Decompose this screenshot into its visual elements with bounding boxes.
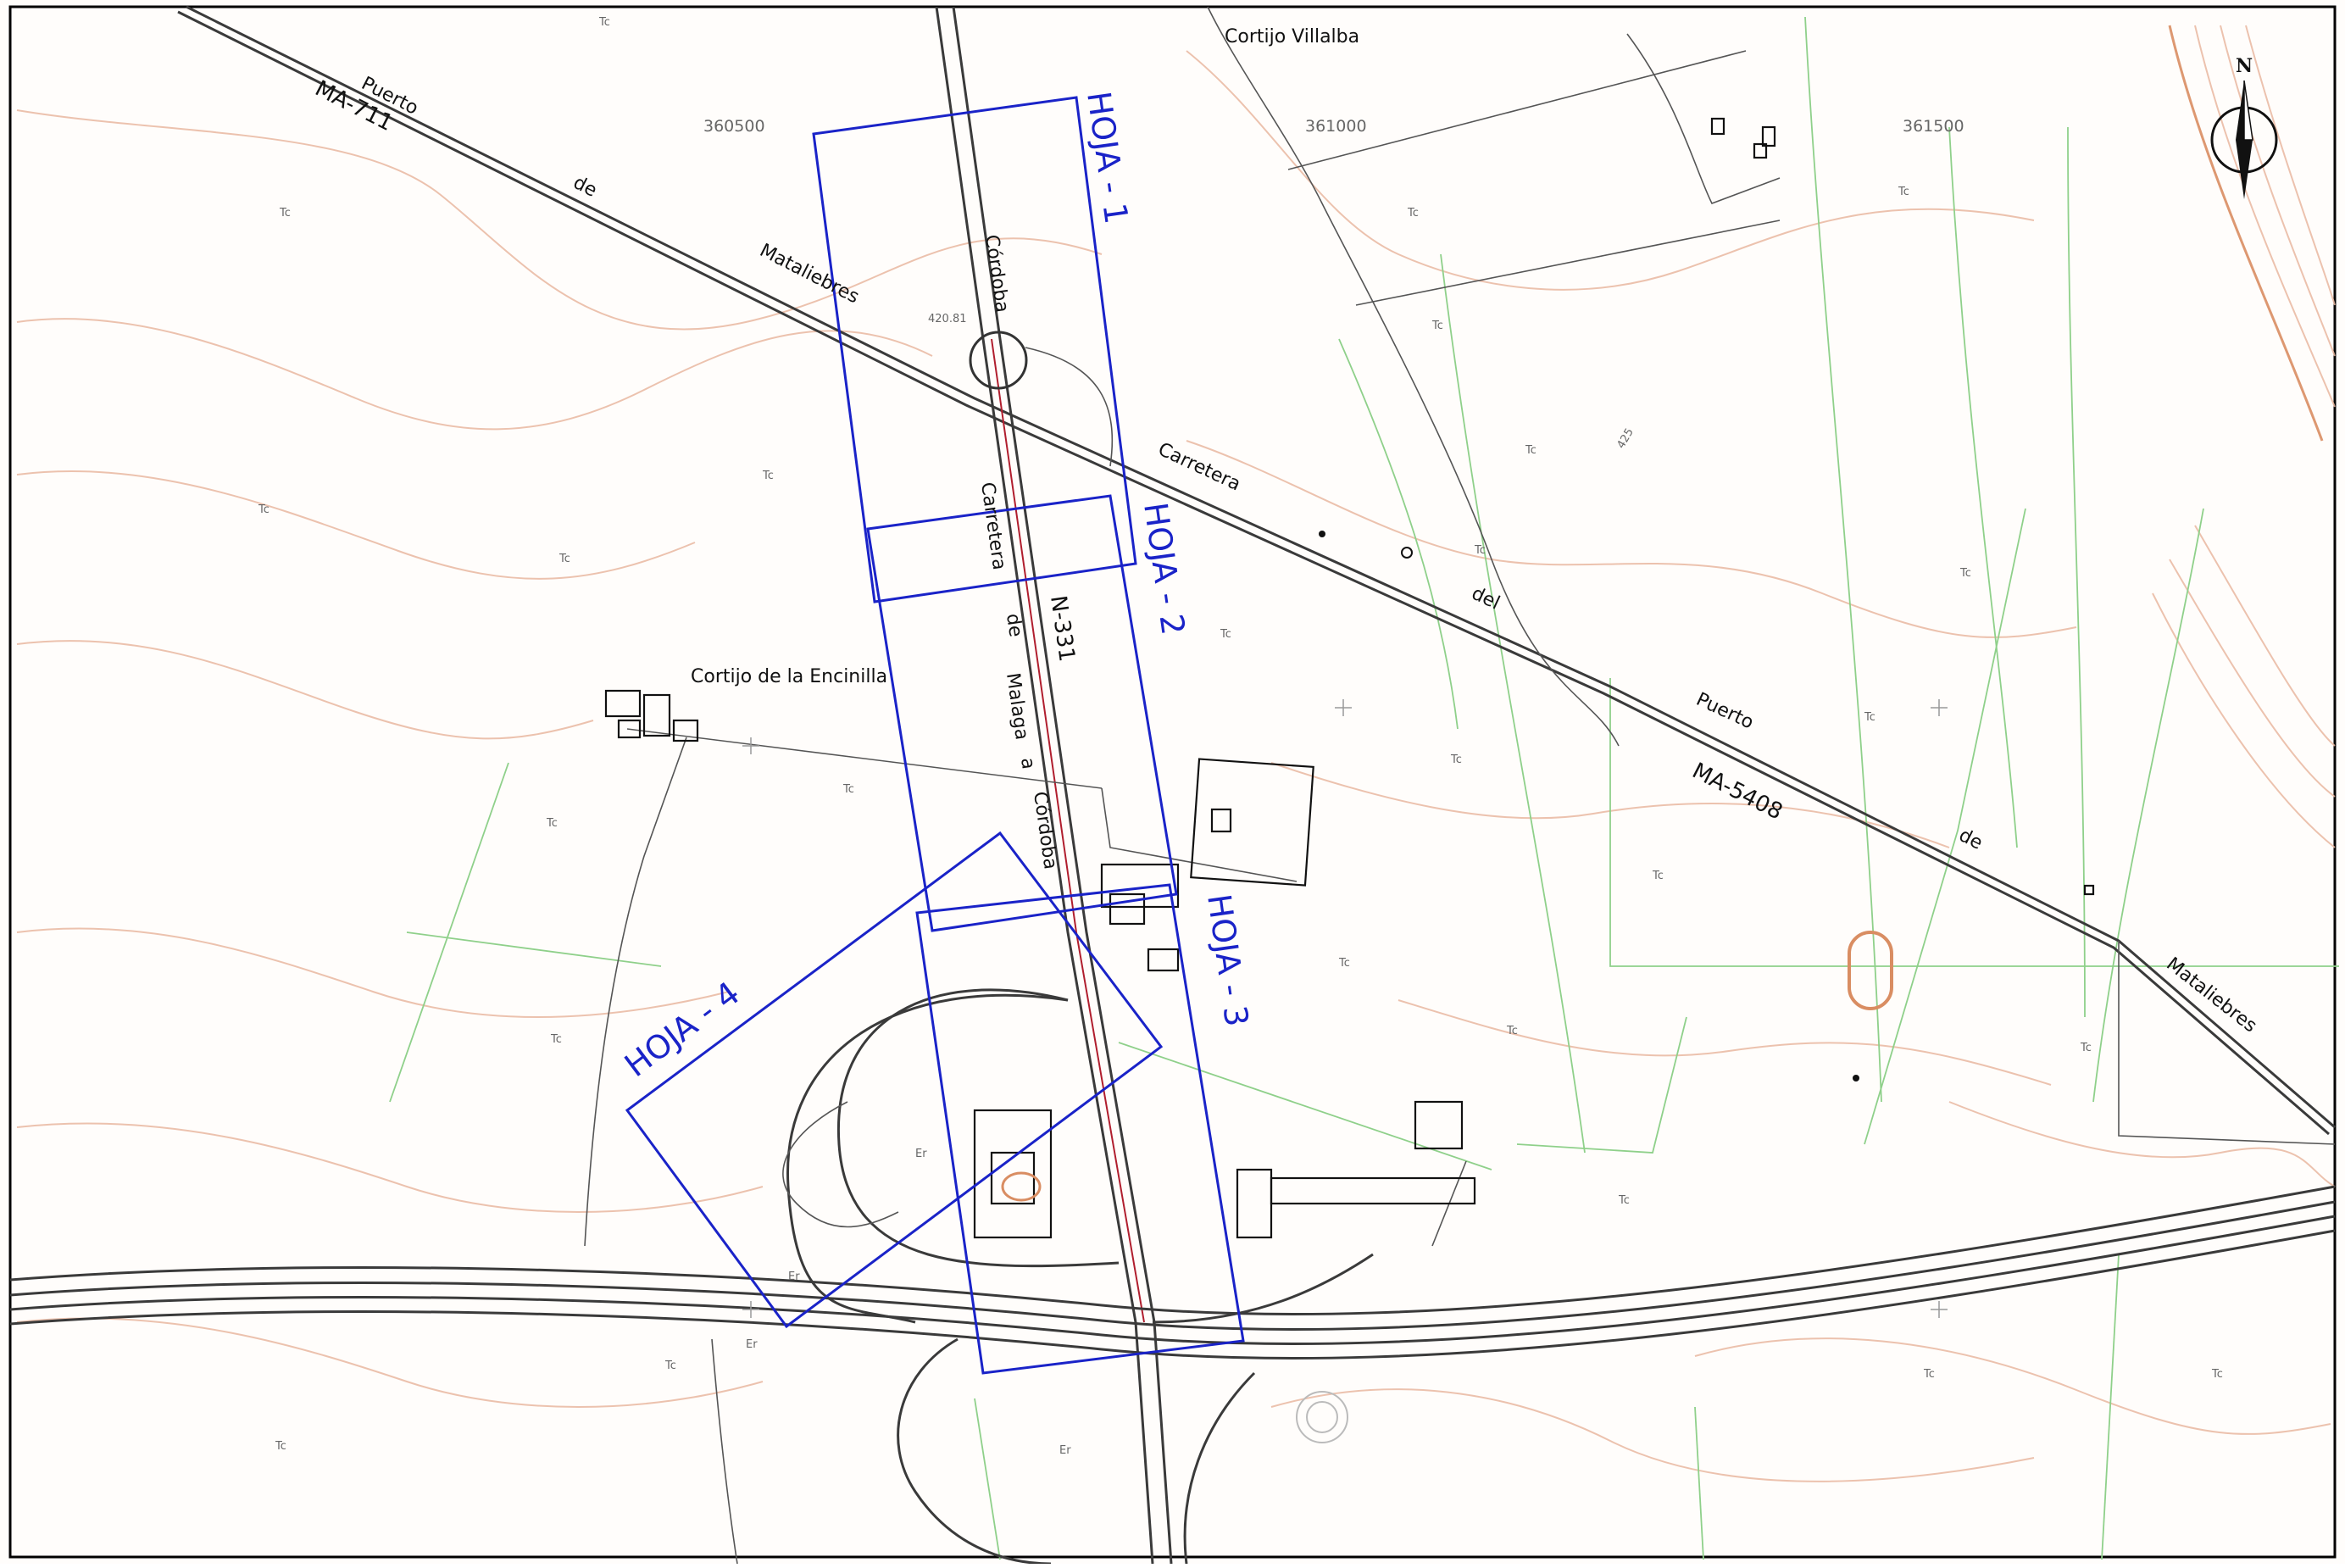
steep-slope-contours: [2152, 25, 2336, 848]
svg-text:Tc: Tc: [598, 16, 610, 29]
svg-text:Tc: Tc: [1652, 870, 1664, 882]
svg-text:Tc: Tc: [1338, 957, 1350, 970]
svg-text:Tc: Tc: [279, 207, 291, 220]
grid-crosses: [742, 699, 1948, 1318]
svg-text:Tc: Tc: [1525, 444, 1536, 457]
svg-text:Er: Er: [915, 1148, 927, 1160]
spot-height-label: 420.81: [928, 313, 967, 325]
svg-text:Tc: Tc: [1407, 207, 1419, 220]
svg-text:Tc: Tc: [842, 783, 854, 796]
svg-text:Tc: Tc: [1431, 320, 1443, 332]
cortijo-encinilla-buildings: [604, 689, 699, 742]
label-de-c: de: [1002, 612, 1026, 638]
sheet-outlines: [625, 96, 1245, 1375]
svg-text:Tc: Tc: [550, 1033, 562, 1046]
label-hoja-1: HOJA - 1: [1080, 89, 1135, 226]
svg-text:Tc: Tc: [1474, 544, 1486, 557]
svg-text:Tc: Tc: [1864, 711, 1875, 724]
svg-text:Tc: Tc: [258, 503, 270, 516]
svg-text:Tc: Tc: [1450, 753, 1462, 766]
grid-label-361500: 361500: [1903, 117, 1964, 136]
sheet-3-outline: [915, 883, 1245, 1375]
label-hoja-2: HOJA - 2: [1136, 500, 1192, 637]
label-n331: N-331: [1045, 594, 1080, 664]
svg-text:Tc: Tc: [1898, 186, 1909, 198]
svg-text:Tc: Tc: [546, 817, 558, 830]
svg-text:Tc: Tc: [558, 553, 570, 565]
svg-text:Er: Er: [788, 1271, 800, 1283]
label-de-e: de: [1955, 825, 1986, 854]
svg-text:Tc: Tc: [1220, 628, 1231, 641]
grid-label-361000: 361000: [1305, 117, 1367, 136]
landuse-codes: Tc Tc Tc Tc Tc Tc Tc Tc Tc Tc Tc Tc Tc T…: [258, 16, 2223, 1457]
label-hoja-3: HOJA - 3: [1200, 892, 1255, 1029]
svg-text:Tc: Tc: [1923, 1368, 1935, 1381]
sheet-1-outline: [812, 96, 1137, 603]
svg-text:Tc: Tc: [1618, 1194, 1630, 1207]
contour-lines: [16, 50, 2336, 1482]
label-a-c: a: [1016, 756, 1039, 770]
svg-text:Tc: Tc: [2211, 1368, 2223, 1381]
grid-label-360500: 360500: [703, 117, 765, 136]
contour-height-label: 425: [1614, 426, 1636, 451]
point-features: [1001, 531, 1893, 1443]
svg-text:Er: Er: [746, 1338, 758, 1351]
buildings: [604, 117, 2095, 1239]
svg-text:Tc: Tc: [275, 1440, 286, 1453]
sheet-4-outline: [625, 831, 1164, 1329]
label-cortijo-villalba: Cortijo Villalba: [1225, 26, 1359, 47]
svg-text:Tc: Tc: [762, 470, 774, 482]
svg-text:Tc: Tc: [2080, 1042, 2092, 1054]
north-arrow-icon: N: [2210, 55, 2278, 199]
label-cordoba-top: Córdoba: [981, 233, 1013, 314]
label-hoja-4: HOJA - 4: [618, 975, 747, 1085]
map-frame: [8, 5, 2337, 1559]
svg-text:Tc: Tc: [1959, 567, 1971, 580]
label-malaga-c: Malaga: [1002, 671, 1032, 741]
sheet-2-outline: [866, 494, 1178, 932]
roads: [9, 5, 2336, 1565]
svg-text:Er: Er: [1059, 1444, 1071, 1457]
label-de-nw: de: [570, 172, 600, 202]
label-del-e: del: [1468, 583, 1503, 614]
north-label: N: [2236, 55, 2253, 77]
label-puerto-e: Puerto: [1692, 689, 1756, 734]
svg-text:Tc: Tc: [664, 1359, 676, 1372]
label-cordoba-c: Córdoba: [1029, 790, 1061, 870]
svg-text:Tc: Tc: [1506, 1025, 1518, 1037]
label-cortijo-encinilla: Cortijo de la Encinilla: [691, 666, 887, 687]
